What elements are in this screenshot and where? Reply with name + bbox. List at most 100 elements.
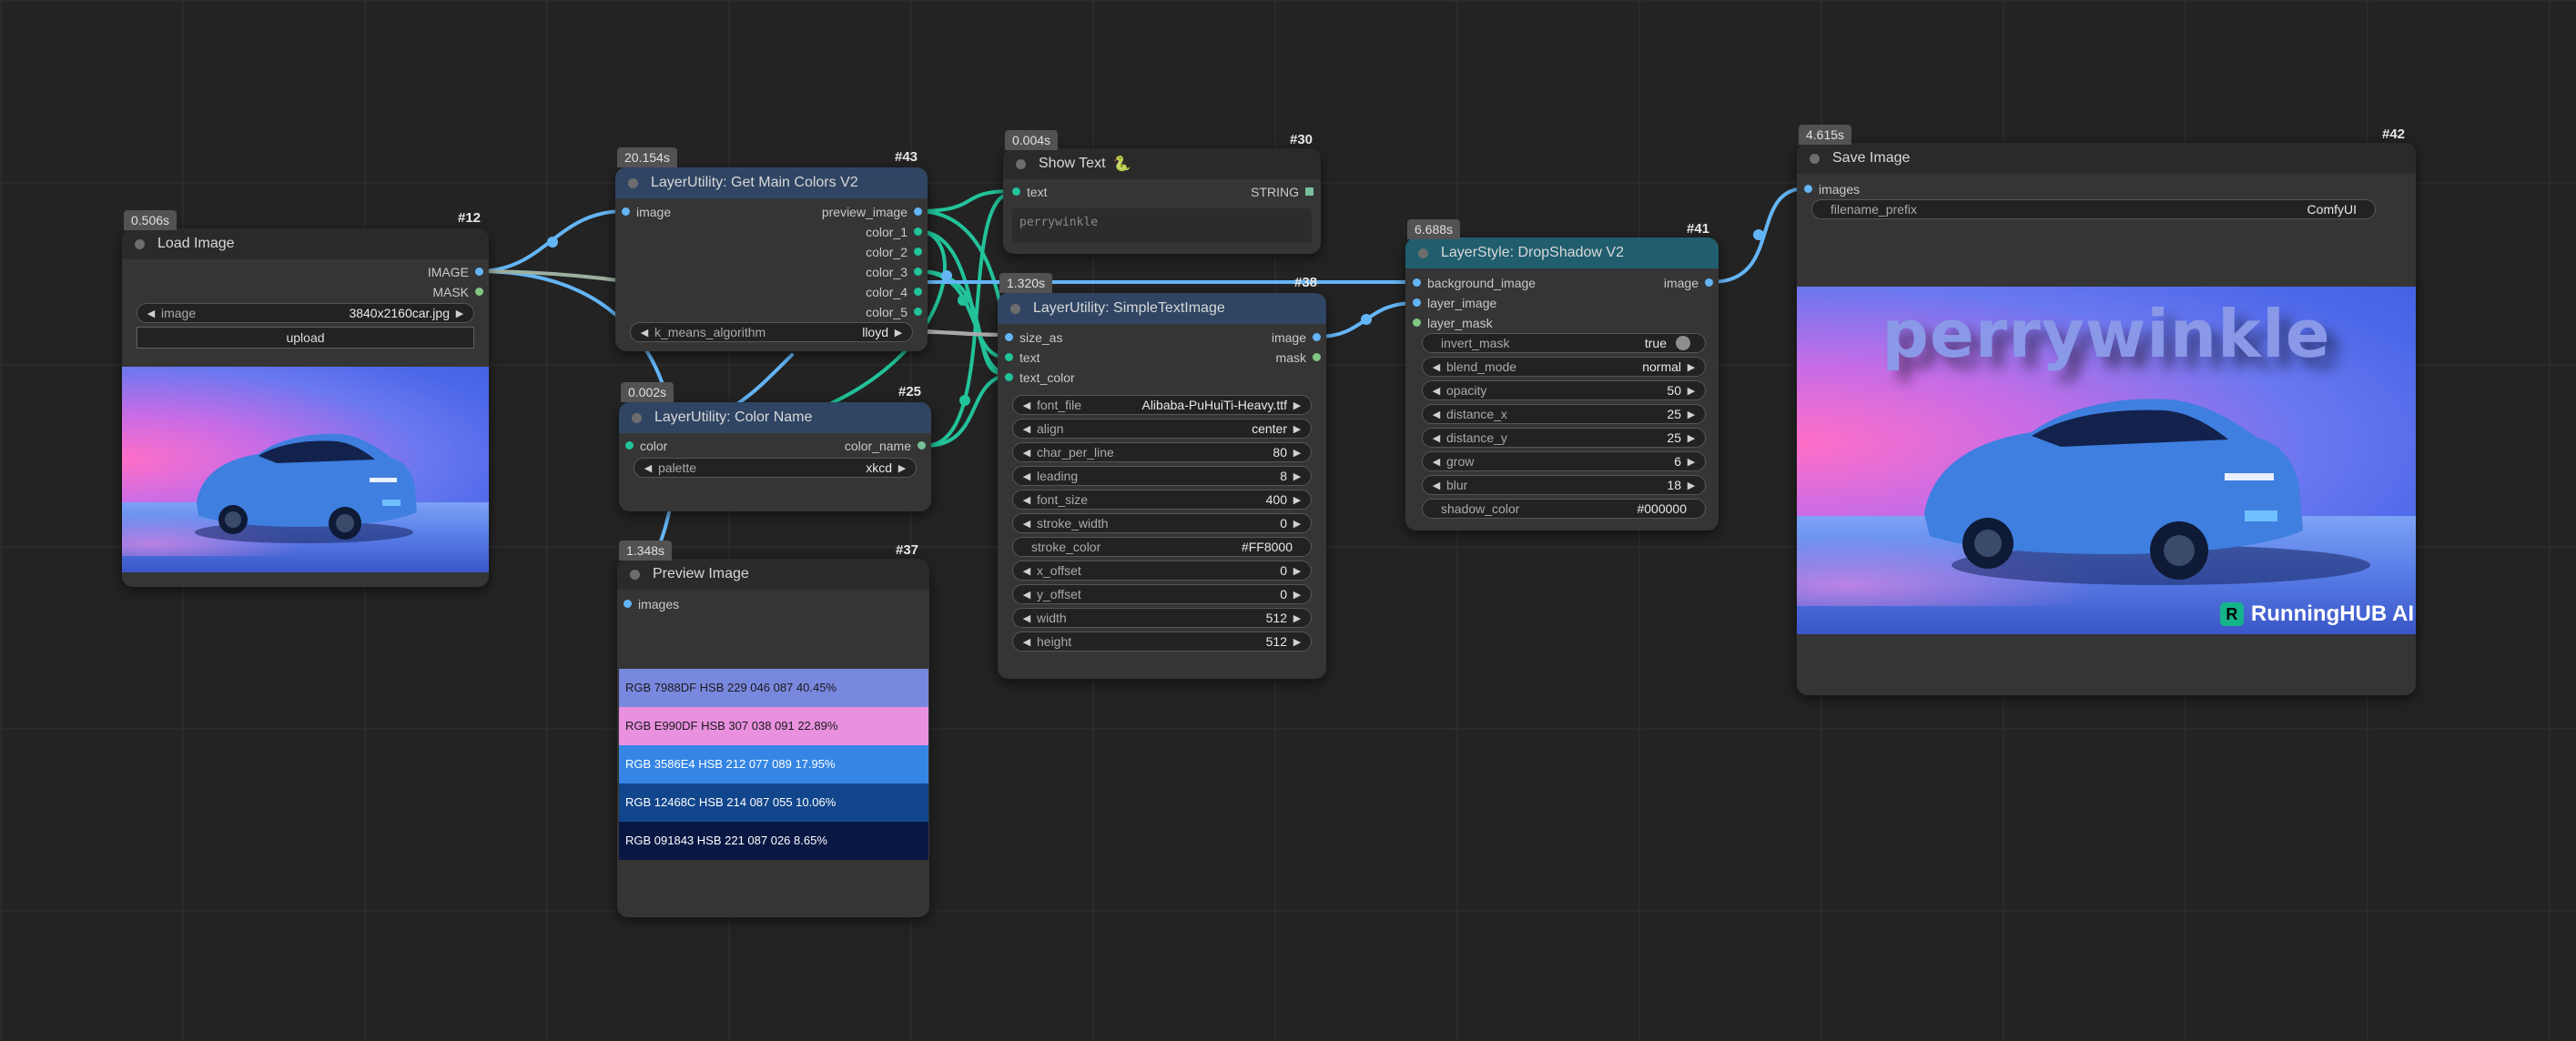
output-color-5[interactable]: color_5 (866, 304, 922, 320)
arrow-right-icon[interactable]: ▶ (1293, 423, 1302, 435)
node-preview-image[interactable]: Preview Image images RGB 7988DF HSB 229 … (617, 559, 929, 917)
output-dot-icon[interactable] (1705, 278, 1713, 287)
arrow-left-icon[interactable]: ◀ (1432, 432, 1441, 444)
arrow-left-icon[interactable]: ◀ (644, 462, 653, 474)
input-size-as[interactable]: size_as (1005, 329, 1062, 346)
node-header[interactable]: Preview Image (617, 559, 929, 590)
node-get-main-colors[interactable]: LayerUtility: Get Main Colors V2 image p… (615, 167, 928, 351)
output-dot-icon[interactable] (914, 207, 922, 216)
output-string[interactable]: STRING (1251, 184, 1313, 200)
arrow-left-icon[interactable]: ◀ (640, 327, 649, 339)
input-text[interactable]: text (1005, 349, 1040, 366)
node-header[interactable]: Load Image (122, 228, 489, 259)
arrow-right-icon[interactable]: ▶ (1687, 480, 1696, 491)
arrow-left-icon[interactable]: ◀ (1022, 636, 1031, 648)
output-image[interactable]: image (1664, 275, 1713, 291)
output-color-4[interactable]: color_4 (866, 284, 922, 300)
arrow-right-icon[interactable]: ▶ (1293, 399, 1302, 411)
output-image[interactable]: image (1272, 329, 1321, 346)
arrow-left-icon[interactable]: ◀ (1022, 470, 1031, 482)
input-text[interactable]: text (1012, 184, 1048, 200)
arrow-right-icon[interactable]: ▶ (1293, 470, 1302, 482)
node-header[interactable]: LayerStyle: DropShadow V2 (1405, 238, 1719, 268)
output-dot-icon[interactable] (914, 288, 922, 296)
input-dot-icon[interactable] (1005, 333, 1013, 341)
input-dot-icon[interactable] (622, 207, 630, 216)
upload-button[interactable]: upload (137, 327, 474, 349)
output-dot-icon[interactable] (914, 227, 922, 236)
shadow-color-widget[interactable]: shadow_color#000000 (1422, 499, 1706, 519)
output-dot-icon[interactable] (918, 441, 926, 450)
node-color-name[interactable]: LayerUtility: Color Name color color_nam… (619, 402, 931, 511)
input-dot-icon[interactable] (1804, 185, 1812, 193)
arrow-right-icon[interactable]: ▶ (455, 308, 464, 319)
arrow-left-icon[interactable]: ◀ (1432, 456, 1441, 468)
palette-select[interactable]: ◀ palette xkcd ▶ (634, 458, 917, 478)
output-image[interactable]: IMAGE (428, 264, 483, 280)
node-drop-shadow[interactable]: LayerStyle: DropShadow V2 background_ima… (1405, 238, 1719, 531)
input-image[interactable]: image (622, 204, 671, 220)
node-simple-text-image[interactable]: LayerUtility: SimpleTextImage size_as te… (998, 293, 1326, 679)
arrow-right-icon[interactable]: ▶ (1293, 518, 1302, 530)
node-load-image[interactable]: Load Image IMAGE MASK ◀ image 3840x2160c… (122, 228, 489, 587)
text-output-box[interactable]: perrywinkle (1012, 208, 1312, 243)
output-dot-icon[interactable] (1313, 353, 1321, 361)
arrow-left-icon[interactable]: ◀ (1432, 385, 1441, 397)
output-color-1[interactable]: color_1 (866, 224, 922, 240)
arrow-right-icon[interactable]: ▶ (1293, 565, 1302, 577)
arrow-right-icon[interactable]: ▶ (1293, 589, 1302, 601)
arrow-left-icon[interactable]: ◀ (1022, 494, 1031, 506)
node-header[interactable]: Show Text 🐍 (1003, 148, 1321, 179)
node-header[interactable]: LayerUtility: Color Name (619, 402, 931, 433)
arrow-left-icon[interactable]: ◀ (1022, 423, 1031, 435)
input-layer-image[interactable]: layer_image (1413, 295, 1496, 311)
output-mask[interactable]: MASK (432, 284, 483, 300)
arrow-right-icon[interactable]: ▶ (1687, 385, 1696, 397)
collapse-dot-icon[interactable] (632, 412, 642, 423)
arrow-right-icon[interactable]: ▶ (898, 462, 907, 474)
arrow-left-icon[interactable]: ◀ (1022, 399, 1031, 411)
input-images[interactable]: images (624, 596, 679, 612)
arrow-left-icon[interactable]: ◀ (147, 308, 156, 319)
filename-prefix-input[interactable]: filename_prefix ComfyUI (1811, 199, 2376, 219)
output-dot-icon[interactable] (1305, 187, 1313, 196)
input-dot-icon[interactable] (1413, 298, 1421, 307)
arrow-left-icon[interactable]: ◀ (1022, 565, 1031, 577)
collapse-dot-icon[interactable] (1010, 303, 1020, 314)
output-mask[interactable]: mask (1276, 349, 1321, 366)
input-dot-icon[interactable] (1413, 278, 1421, 287)
input-dot-icon[interactable] (625, 441, 634, 450)
arrow-right-icon[interactable]: ▶ (1687, 432, 1696, 444)
input-text-color[interactable]: text_color (1005, 369, 1075, 386)
collapse-dot-icon[interactable] (630, 569, 640, 580)
input-dot-icon[interactable] (1012, 187, 1020, 196)
arrow-right-icon[interactable]: ▶ (894, 327, 903, 339)
output-color-2[interactable]: color_2 (866, 244, 922, 260)
k-means-algorithm-select[interactable]: ◀ k_means_algorithm lloyd ▶ (630, 322, 913, 342)
image-select[interactable]: ◀ image 3840x2160car.jpg ▶ (137, 303, 474, 323)
arrow-right-icon[interactable]: ▶ (1293, 447, 1302, 459)
collapse-dot-icon[interactable] (1016, 158, 1026, 169)
node-show-text[interactable]: Show Text 🐍 text STRING perrywinkle (1003, 148, 1321, 254)
collapse-dot-icon[interactable] (135, 238, 145, 249)
arrow-right-icon[interactable]: ▶ (1687, 361, 1696, 373)
input-background-image[interactable]: background_image (1413, 275, 1536, 291)
output-dot-icon[interactable] (914, 308, 922, 316)
output-dot-icon[interactable] (475, 268, 483, 276)
arrow-right-icon[interactable]: ▶ (1687, 456, 1696, 468)
output-dot-icon[interactable] (914, 248, 922, 256)
node-header[interactable]: LayerUtility: Get Main Colors V2 (615, 167, 928, 198)
output-dot-icon[interactable] (475, 288, 483, 296)
